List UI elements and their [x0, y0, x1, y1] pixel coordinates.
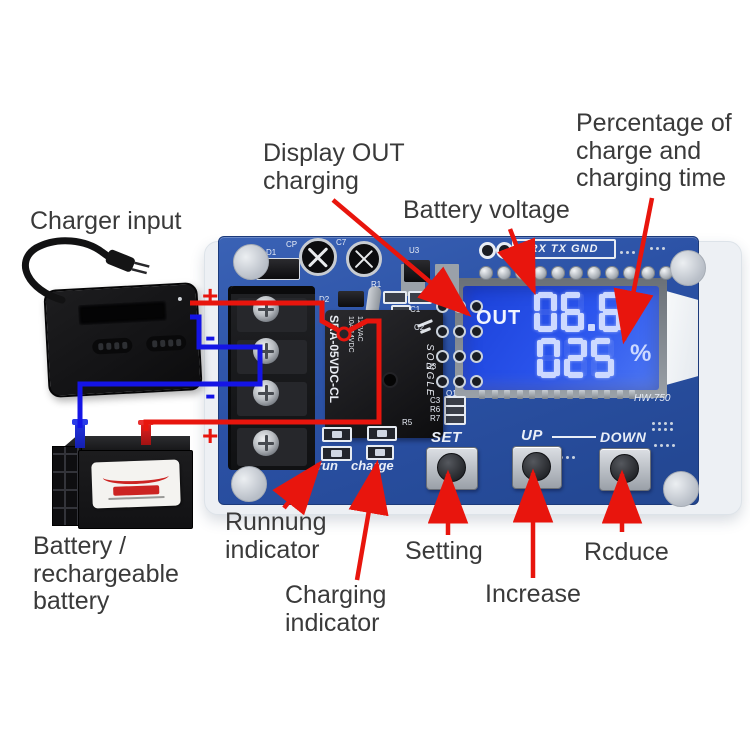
run-led: [322, 427, 352, 442]
lcd-percent-unit: %: [630, 340, 652, 367]
minus-label-mid: -: [205, 376, 216, 412]
capacitor-cp: [299, 238, 337, 276]
c3-label: C3: [430, 396, 441, 405]
relay-model-text: SRA-05VDC-CL: [327, 315, 341, 404]
header-pad: [479, 242, 496, 259]
diode-d2: [338, 291, 364, 307]
annotation-running-indicator: Runnung indicator: [225, 508, 327, 564]
battery-top: [58, 436, 190, 452]
relay-rating-line1: 10A 14VDC: [347, 316, 354, 353]
annotation-charger-input: Charger input: [30, 207, 182, 235]
r2-label: R2: [432, 292, 443, 301]
annotation-reduce: Rcduce: [584, 538, 669, 566]
lcd-voltage-unit: V: [627, 307, 641, 329]
through-holes: [436, 300, 483, 406]
chip-u3: [404, 260, 430, 282]
smd-resistor: [444, 414, 466, 425]
c2-label: C2: [414, 323, 425, 332]
solder-dots: [652, 442, 678, 448]
charger-led: [177, 296, 183, 302]
annotation-charging-indicator: Charging indicator: [285, 581, 387, 637]
header-pads-box: RX TX GND: [512, 239, 616, 259]
lcd-pin-row-top: [479, 266, 677, 280]
set-button-cap: [437, 453, 466, 482]
u3-label: U3: [409, 246, 420, 255]
charger-plug: [105, 249, 150, 275]
annotation-display-out: Display OUT charging: [263, 139, 405, 195]
up-button-cap: [522, 452, 551, 481]
cp-label: CP: [286, 240, 298, 249]
silkscreen-line: [552, 436, 596, 438]
annotation-battery-voltage: Battery voltage: [403, 196, 570, 224]
r1-label: R1: [371, 280, 382, 289]
rx-tx-gnd-label: RX TX GND: [529, 243, 599, 255]
charge-led-pad: [366, 445, 394, 460]
run-led-pad: [321, 446, 352, 461]
solder-dots: [618, 249, 642, 255]
board-model-label: HW-750: [634, 393, 671, 404]
charge-silk-label: charge: [351, 458, 394, 473]
down-silk-label: DOWN: [600, 429, 647, 445]
header-pad: [496, 242, 513, 259]
battery-label-line: [108, 496, 165, 500]
r6-label: R6: [430, 405, 441, 414]
standoff-bottom-right: [663, 471, 699, 507]
battery-label-swoosh: [102, 467, 169, 486]
standoff-top-left: [233, 244, 269, 280]
terminal-screw-1: [253, 296, 279, 322]
charge-led: [367, 426, 397, 441]
up-silk-label: UP: [521, 427, 543, 444]
battery-positive-post: [138, 420, 154, 445]
capacitor-c7: [346, 241, 382, 277]
c7-label: C7: [336, 238, 347, 247]
r7-label: R7: [430, 414, 441, 423]
lcd-voltage-digits: [534, 292, 622, 332]
relay-brand-text: SONGLE: [424, 344, 435, 398]
lcd-out-indicator: OUT: [476, 307, 522, 329]
down-button-cap: [610, 454, 639, 483]
charger-vent: [91, 337, 133, 355]
r5-label: R5: [402, 418, 413, 427]
annotation-battery: Battery / rechargeable battery: [33, 532, 179, 615]
d3-label: D3: [426, 362, 437, 371]
terminal-block-rim: [231, 286, 315, 294]
charger-label: [78, 300, 168, 326]
battery-negative-post: [72, 419, 88, 448]
solder-dots: [650, 420, 676, 432]
q1-label: Q1: [446, 389, 457, 398]
charger-adapter: [43, 282, 203, 398]
set-silk-label: SET: [431, 429, 462, 446]
smd-resistor: [383, 291, 407, 304]
charger-vent: [145, 334, 187, 352]
smd-resistor: [408, 291, 432, 304]
d2-label: D2: [319, 295, 330, 304]
terminal-screw-3: [253, 380, 279, 406]
d1-label: D1: [266, 248, 277, 257]
standoff-bottom-left: [231, 466, 267, 502]
minus-label-top: -: [205, 318, 216, 354]
lcd-percent-digits: [537, 338, 614, 378]
relay-rating-line2: 125VAC: [356, 316, 363, 342]
annotation-setting: Setting: [405, 537, 483, 565]
battery-brand-label: [91, 459, 181, 509]
terminal-screw-2: [253, 338, 279, 364]
c1-label: C1: [410, 305, 421, 314]
run-silk-label: run: [317, 458, 338, 473]
plus-label-bottom: +: [202, 420, 219, 451]
relay-cover-dot: [382, 372, 398, 388]
annotation-percentage: Percentage of charge and charging time: [576, 109, 732, 192]
plus-label-top: +: [202, 280, 219, 311]
relay: SRA-05VDC-CL 10A 14VDC 125VAC SONGLE: [325, 310, 443, 438]
solder-dots: [648, 245, 672, 251]
battery-side: [52, 446, 82, 526]
standoff-top-right: [670, 250, 706, 286]
annotation-increase: Increase: [485, 580, 581, 608]
battery-label-text-block: [113, 485, 160, 496]
lcd-pin-row-bottom: [479, 390, 642, 399]
terminal-screw-4: [253, 430, 279, 456]
